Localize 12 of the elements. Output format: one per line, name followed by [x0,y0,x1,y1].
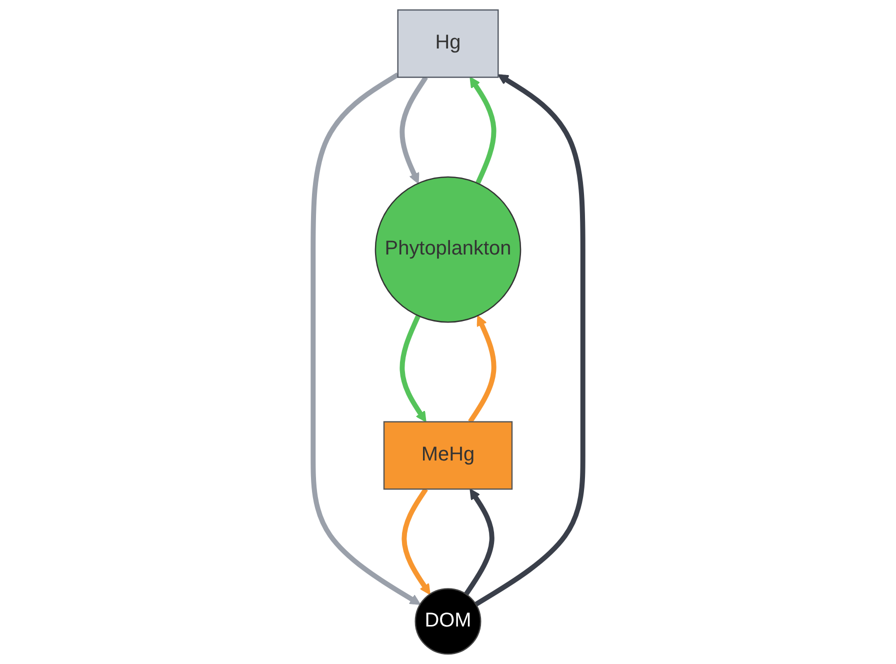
arrow [474,74,586,607]
node-circle: DOM [414,588,482,655]
arrow [402,488,430,595]
arrow [400,76,428,184]
arrow [464,488,494,596]
arrow [310,72,421,605]
node-box: MeHg [383,421,513,490]
arrow [400,314,426,422]
arrow [468,315,496,424]
node-circle: Phytoplankton [374,176,522,323]
node-box: Hg [397,9,499,78]
arrow [470,76,496,184]
